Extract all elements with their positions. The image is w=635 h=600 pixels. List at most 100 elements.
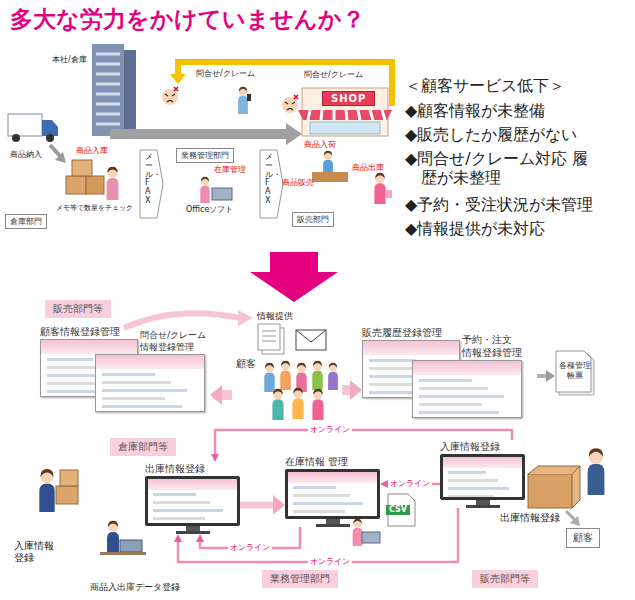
screen-panel: 予約・注文 情報登録管理 [412,333,537,418]
node-text: 問合せ/クレーム 情報登録管理 [140,330,210,353]
node-text: 業務管理部門 [270,572,330,586]
free-label: 商品入庫 [76,146,108,156]
customer-box: 顧客 [566,528,600,548]
shop-sign: SHOP [322,91,375,106]
node-text: 予約・注文 情報登録管理 [462,333,524,359]
label-anchor: メール・FAX [145,153,153,206]
free-label: 商品出庫 [352,163,384,173]
free-label: メール・FAX [145,153,153,206]
complaint-arrow [170,74,186,84]
cardboard-boxes [66,160,104,194]
free-label: 在庫管理 [214,165,246,175]
info-flow-curve [124,310,253,328]
form-row [47,358,93,361]
node-text: 在庫情報 管理 [285,455,380,468]
label-anchor: メモ等で数量をチェック [56,204,133,212]
phone [247,94,251,101]
edge-label-anchor: オンライン [308,425,352,435]
monitor-panel: 在庫情報 管理 [285,455,380,527]
shopper [374,173,385,204]
paper-stack [258,324,280,350]
down-arrow [250,252,338,302]
label-anchor: 情報提供 [257,311,293,322]
label-anchor: ◆顧客情報が未整備 [405,101,545,120]
screen-mockup [285,469,380,519]
form-row [419,379,472,382]
customer-figures [312,361,323,390]
edge-label: オンライン [308,557,352,567]
connector [342,385,350,395]
label-anchor: 商品入出庫データ登録 [90,582,180,593]
label-anchor: 在庫管理 [214,165,246,175]
envelope [296,330,326,350]
form-row [419,387,488,390]
connector [537,374,546,378]
delivery-truck [42,120,58,136]
free-label: 入庫情報登録 [14,540,60,564]
screen-mockup [412,360,522,418]
data-entry-worker [120,540,142,552]
shop-counter [312,172,348,182]
department-tag: 業務管理部門 [262,570,338,588]
customer-group: 顧客 [232,356,342,422]
node-text: 倉庫部門 [10,216,42,227]
node-text: 出庫情報登録 [145,462,240,475]
department-box: 業務管理部門 [176,148,234,163]
form-row [448,471,486,474]
shop-building [310,122,380,134]
angry-customer [282,95,298,113]
connector [222,390,232,400]
form-row [293,502,363,505]
shop-building [308,110,385,120]
free-label: ◆販売したか履歴がない [405,125,577,144]
label-anchor: Officeソフト [186,205,233,215]
form-row [369,359,415,362]
delivery-truck [46,134,54,142]
free-label: CSV [386,505,410,515]
shipping-box [528,474,572,508]
form-row [448,487,509,490]
monitor-panel: 入庫情報登録 [440,440,525,508]
data-entry-worker [107,521,119,554]
form-row [153,501,210,504]
shipping-box [528,466,580,508]
monitor-base [316,524,350,527]
free-label: 商品入出庫データ登録 [90,582,180,593]
free-label: ◆情報提供が未対応 [405,219,545,238]
edge-label-anchor: オンライン [308,557,352,567]
free-label: ＜顧客サービス低下＞ [405,76,565,95]
warehouse-worker [39,469,78,512]
edge-label: オンライン [228,543,272,553]
form-row [102,381,171,384]
node-text: 販売部門 [297,214,329,225]
form-row [102,397,165,400]
form-row [448,479,498,482]
node-text: 倉庫部門等 [118,440,168,454]
label-anchor: ◆情報提供が未対応 [405,219,545,238]
shopping-bag [386,190,392,198]
delivery-truck [8,114,42,136]
form-row [153,517,205,520]
delivery-arrow [55,152,66,163]
head-office-building [124,50,136,136]
form-row [102,389,187,392]
node-text: 入庫情報登録 [440,440,525,453]
mail-fax-chevron [140,150,163,218]
free-label: 情報提供 [257,311,293,322]
shipping-arrow [566,511,575,520]
label-anchor: メール・FAX [265,153,273,206]
node-text: 販売部門等 [480,572,530,586]
edge-label: オンライン [308,425,352,435]
free-label: 本社/倉庫 [52,55,87,65]
edge-label-anchor: オンライン [388,479,432,489]
connector [240,502,273,509]
cardboard-boxes [86,176,104,194]
label-anchor: 問合せ/クレーム [196,69,255,79]
node-text: 顧客 [236,357,338,371]
laptop [362,532,380,543]
form-row [102,405,182,408]
node-text: 各種管理帳票 [555,350,595,384]
free-label: ◆予約・受注状況が未管理 [405,195,593,214]
delivery-truck [8,114,58,142]
